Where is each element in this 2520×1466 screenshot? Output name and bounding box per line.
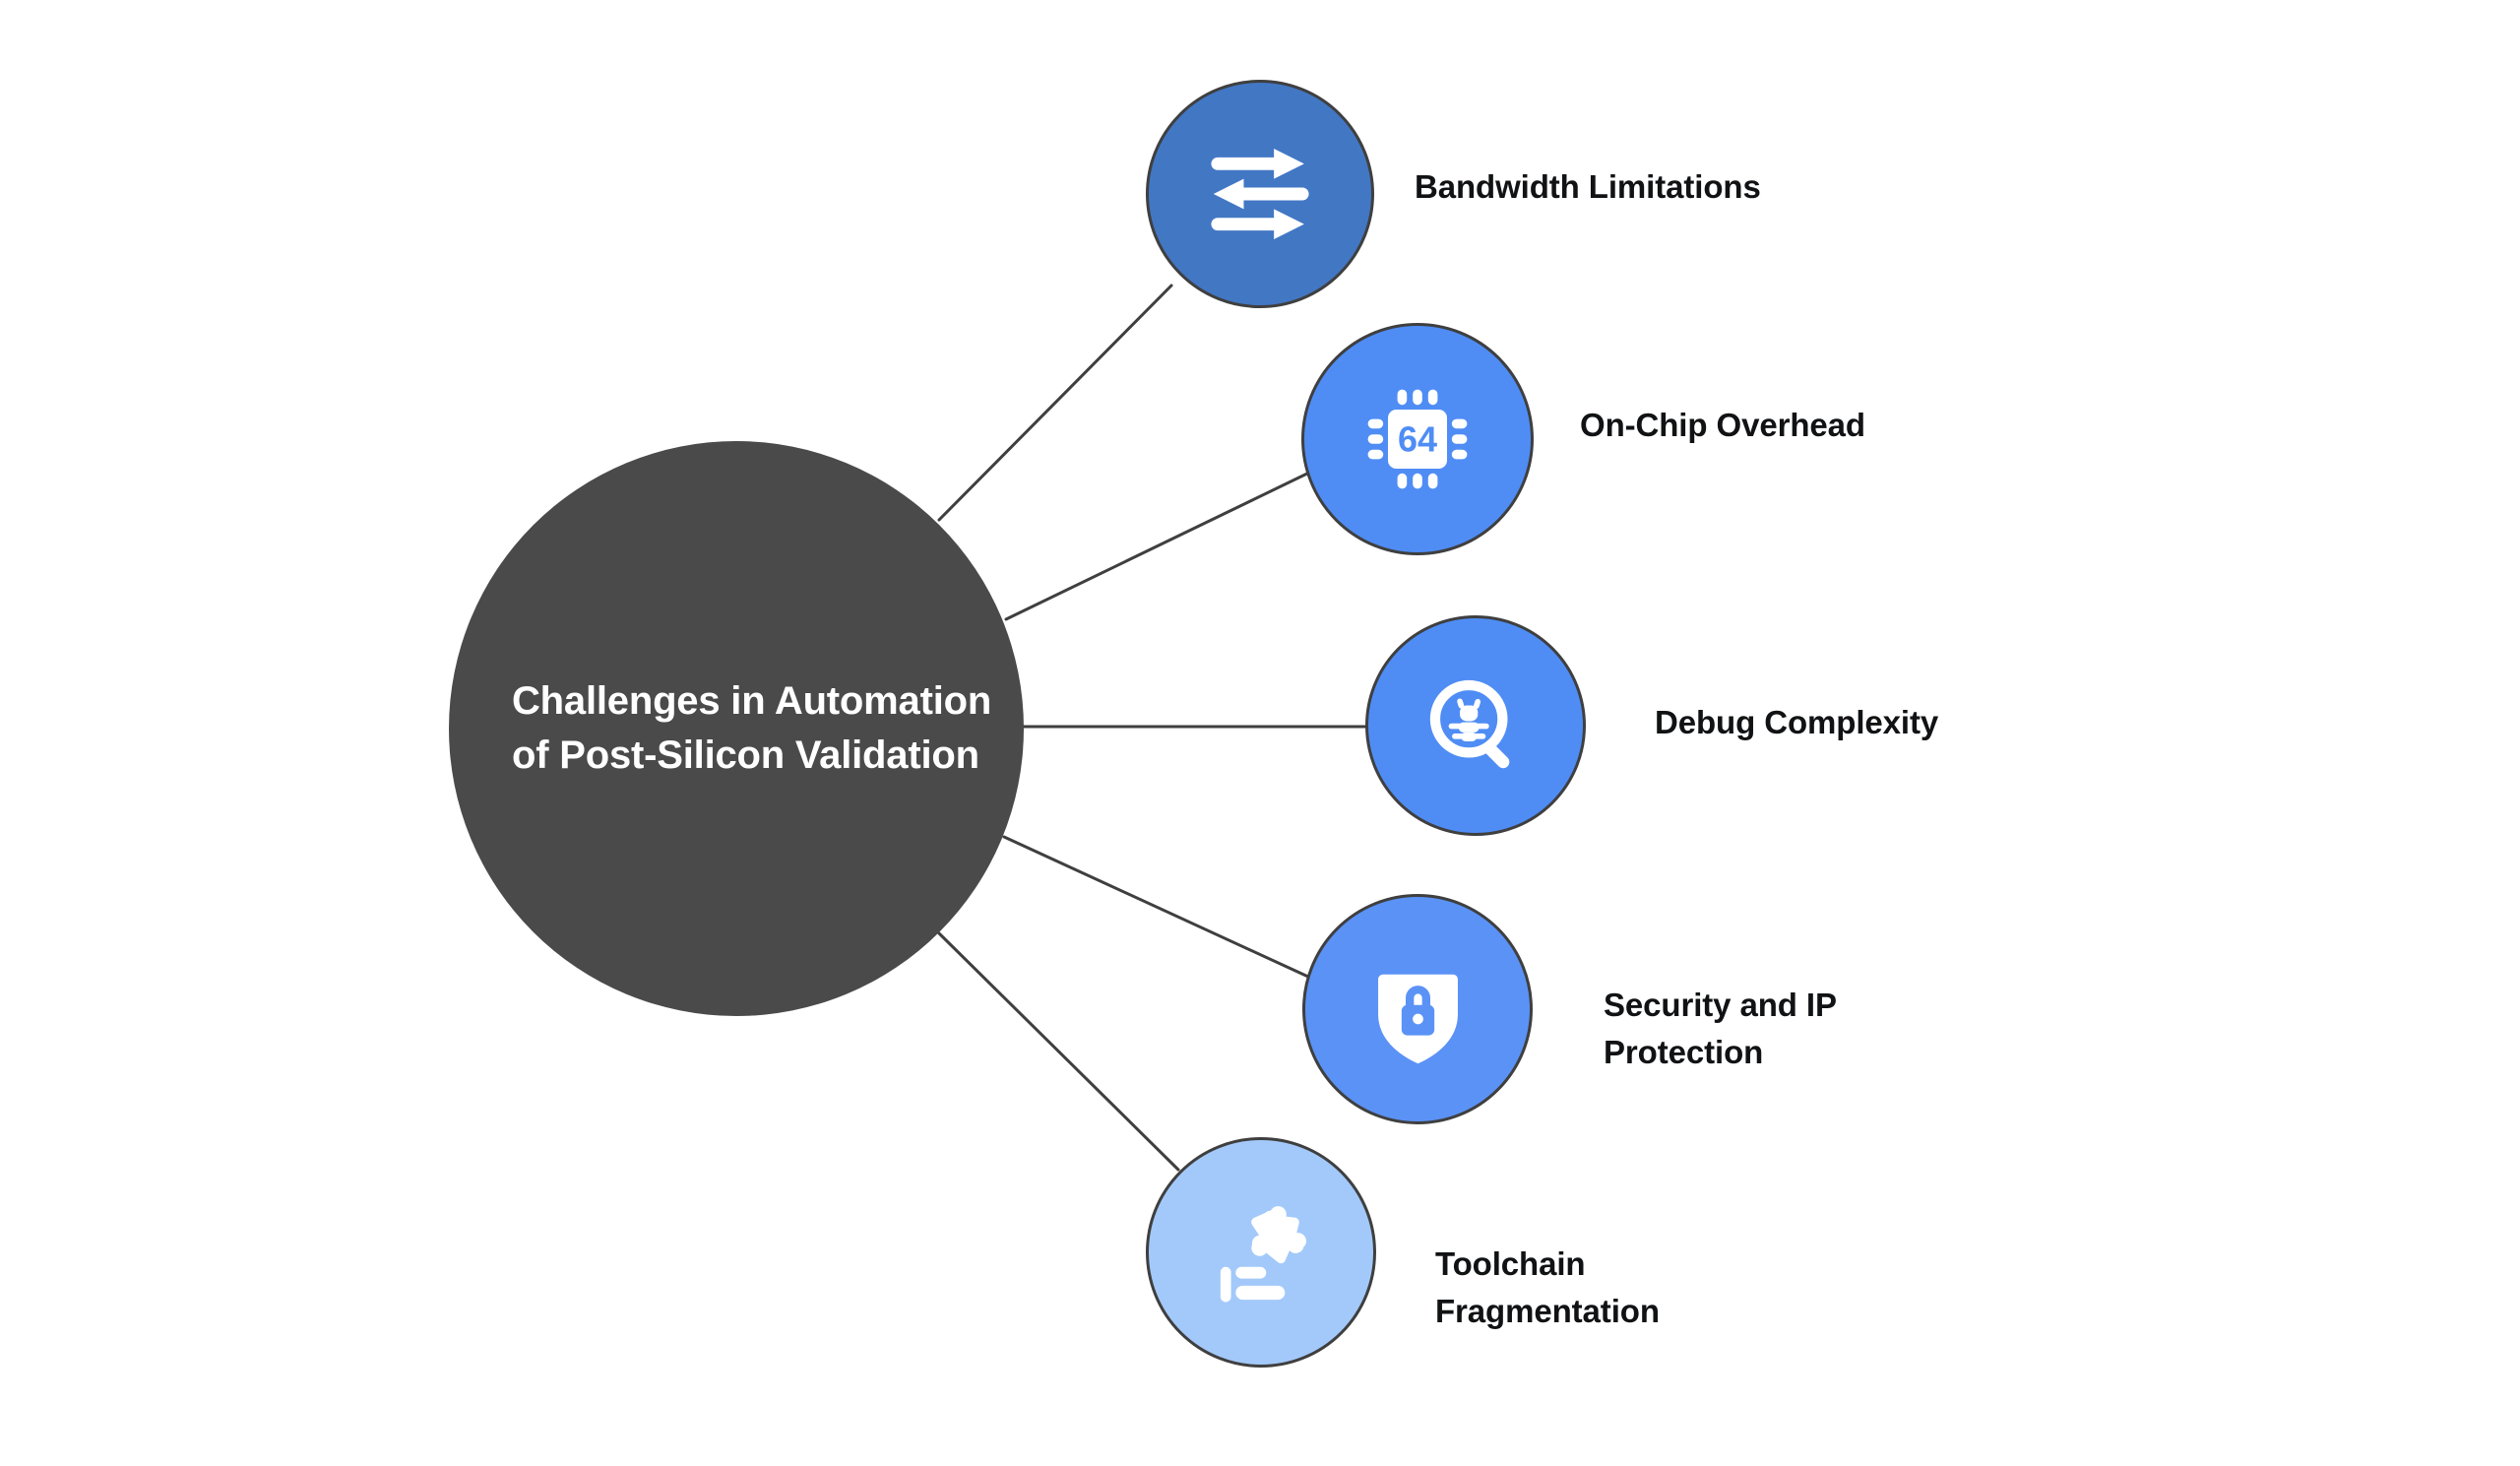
bug-magnifier-icon (1429, 679, 1510, 769)
connector-toolchain-fragmentation (937, 931, 1180, 1172)
node-circle-on-chip-overhead[interactable]: 64 (1301, 323, 1534, 555)
node-label-debug-complexity: Debug Complexity (1655, 704, 1939, 740)
node-circle-toolchain-fragmentation[interactable] (1146, 1137, 1376, 1368)
connector-on-chip-overhead (1004, 471, 1311, 621)
cpu-chip-64-icon: 64 (1367, 389, 1468, 489)
node-label-security-and-ip-protection: Security and IP Protection (1604, 987, 1837, 1070)
connector-bandwidth-limitations (937, 284, 1173, 522)
node-label-bandwidth-limitations: Bandwidth Limitations (1415, 168, 1761, 205)
node-label-toolchain-fragmentation: Toolchain Fragmentation (1435, 1245, 1660, 1329)
shield-lock-icon (1377, 974, 1458, 1063)
node-label-on-chip-overhead: On-Chip Overhead (1580, 407, 1865, 443)
hub-label: Challenges in Automation of Post-Silicon… (512, 678, 992, 777)
hub-circle[interactable]: Challenges in Automation of Post-Silicon… (449, 441, 1024, 1016)
node-circle-bandwidth-limitations[interactable] (1146, 80, 1374, 308)
connector-security-and-ip-protection (1002, 835, 1310, 979)
two-way-arrows-icon (1211, 148, 1309, 240)
node-circle-debug-complexity[interactable] (1365, 615, 1586, 836)
node-circle-security-and-ip-protection[interactable] (1302, 894, 1533, 1124)
chip-number-label: 64 (1398, 419, 1437, 460)
puzzle-fragment-icon (1220, 1205, 1306, 1302)
